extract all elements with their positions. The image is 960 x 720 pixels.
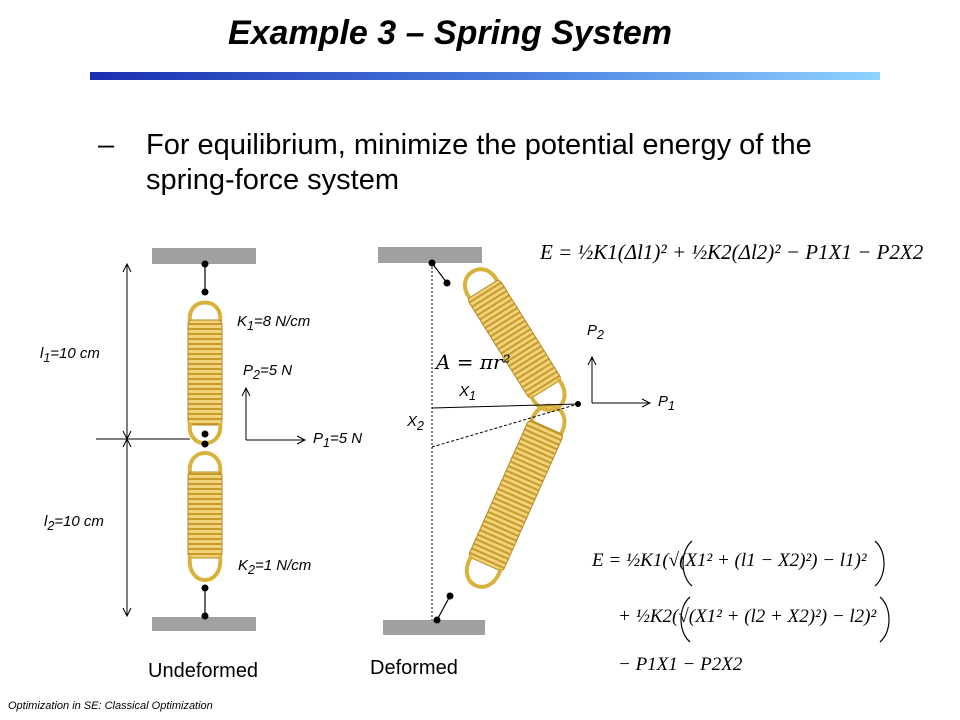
energy-equation-2-line3: − P1X1 − P2X2 (618, 654, 743, 675)
undeformed-diagram (96, 248, 307, 631)
k2-label: K2=1 N/cm (238, 557, 312, 577)
bullet-dash: – (98, 129, 115, 161)
energy-equation-2-line1: E = ½K1(√(X1² + (l1 − X2)²) − l1)² (592, 550, 867, 571)
l2-label: l2=10 cm (44, 513, 104, 533)
force-arrows-undeformed (241, 386, 307, 445)
spring-k2 (187, 451, 223, 582)
title-underline (90, 72, 880, 80)
top-wall-deformed (378, 247, 482, 263)
undeformed-caption: Undeformed (148, 660, 259, 682)
bottom-wall-deformed (383, 620, 485, 635)
spring-k1 (187, 300, 223, 446)
deformed-caption: Deformed (370, 657, 458, 679)
p2-deformed-label: P2 (587, 322, 604, 342)
k1-label: K1=8 N/cm (237, 313, 311, 333)
spring-k2-deformed (464, 403, 567, 589)
x2-label: X2 (407, 413, 424, 433)
p2-label: P2=5 N (243, 362, 293, 382)
deformed-diagram (378, 247, 652, 635)
equation-brackets (680, 540, 890, 643)
energy-equation-1: E = ½K1(Δl1)² + ½K2(Δl2)² − P1X1 − P2X2 (540, 240, 924, 264)
slide-title: Example 3 – Spring System (227, 14, 673, 52)
area-formula: A = πr² (436, 350, 511, 374)
bottom-wall (152, 617, 256, 631)
p1-deformed-label: P1 (658, 393, 675, 413)
bullet-text: For equilibrium, minimize the potential … (146, 129, 812, 196)
l1-label: l1=10 cm (40, 345, 100, 365)
force-arrows-deformed (587, 355, 652, 408)
top-wall (152, 248, 256, 264)
x1-label: X1 (459, 383, 476, 403)
p1-label: P1=5 N (313, 430, 363, 450)
dimension-lines (96, 262, 190, 618)
slide-footer: Optimization in SE: Classical Optimizati… (8, 700, 213, 712)
energy-equation-2-line2: + ½K2(√(X1² + (l2 + X2)²) − l2)² (618, 606, 877, 627)
